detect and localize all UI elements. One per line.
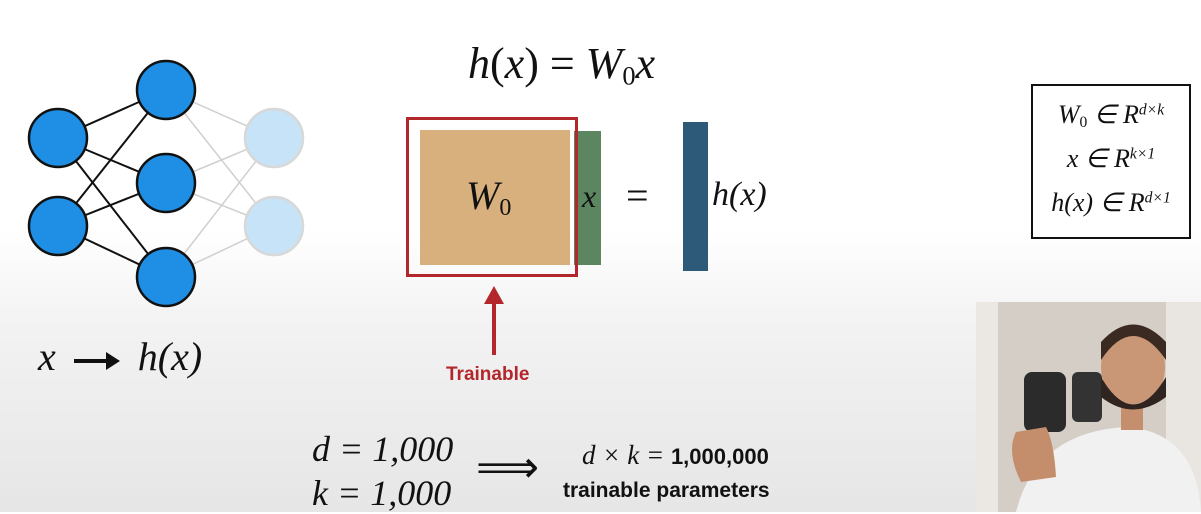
formula-x-second: x [635,39,656,88]
weight-matrix-W: W [466,173,500,218]
output-vector-label: h(x) [712,176,767,213]
dk-expression: d × k = 1,000,000 [582,440,769,471]
dim-x-in: ∈ R [1078,144,1130,173]
nn-input-label: x [38,334,56,379]
arrow-right-icon [72,333,122,380]
nn-output-node [243,107,305,169]
formula-title: h(x) = W0x [468,38,655,92]
nn-input-node [27,195,89,257]
input-vector-label: x [582,178,597,214]
dk-value: 1,000,000 [670,444,769,469]
neural-network-diagram [27,59,305,308]
dim-W-superscript: d×k [1138,101,1165,119]
formula-h: h [468,39,490,88]
formula-x: x [504,39,525,88]
presenter-image [976,302,1201,512]
dim-line-x: x ∈ Rk×1 [1033,144,1189,174]
dim-W: W [1057,100,1080,129]
formula-lparen: ( [490,39,505,88]
formula-equals: = [538,39,586,88]
nn-output-node [243,195,305,257]
formula-W: W [585,39,623,88]
trainable-label: Trainable [446,364,530,385]
dim-line-h: h(x) ∈ Rd×1 [1033,188,1189,218]
nn-input-node [27,107,89,169]
dim-W-subscript: 0 [1079,113,1088,131]
formula-W-subscript: 0 [622,60,636,91]
nn-output-label: h(x) [137,334,203,379]
dim-W-in: ∈ R [1087,100,1139,129]
trainable-parameters-label: trainable parameters [563,479,770,502]
presenter-webcam [976,302,1201,512]
nn-caption: x h(x) [38,333,202,380]
weight-matrix-block [420,130,570,265]
dim-line-W: W0 ∈ Rd×k [1033,100,1189,132]
matrix-equals-sign: = [626,173,649,218]
nn-hidden-node [135,59,197,121]
dim-x-superscript: k×1 [1129,145,1156,163]
output-vector-bar [683,122,708,271]
nn-hidden-node [135,246,197,308]
dim-x: x [1066,144,1079,173]
input-vector-bar [574,131,601,265]
dk-expression-text: d × k = [582,440,671,470]
formula-rparen: ) [524,39,539,88]
weight-matrix-label: W0 [466,172,511,222]
weight-matrix-subscript: 0 [499,195,512,221]
d-value-line: d = 1,000 [312,429,454,469]
dim-h-in: ∈ R [1093,188,1145,217]
nn-hidden-node [135,152,197,214]
implies-arrow: ⟹ [476,443,540,492]
trainable-highlight-box [406,117,578,277]
k-value-line: k = 1,000 [312,473,452,513]
dim-h-superscript: d×1 [1144,189,1171,207]
dimensions-box: W0 ∈ Rd×k x ∈ Rk×1 h(x) ∈ Rd×1 [1031,84,1191,239]
dim-h: h(x) [1051,188,1094,217]
